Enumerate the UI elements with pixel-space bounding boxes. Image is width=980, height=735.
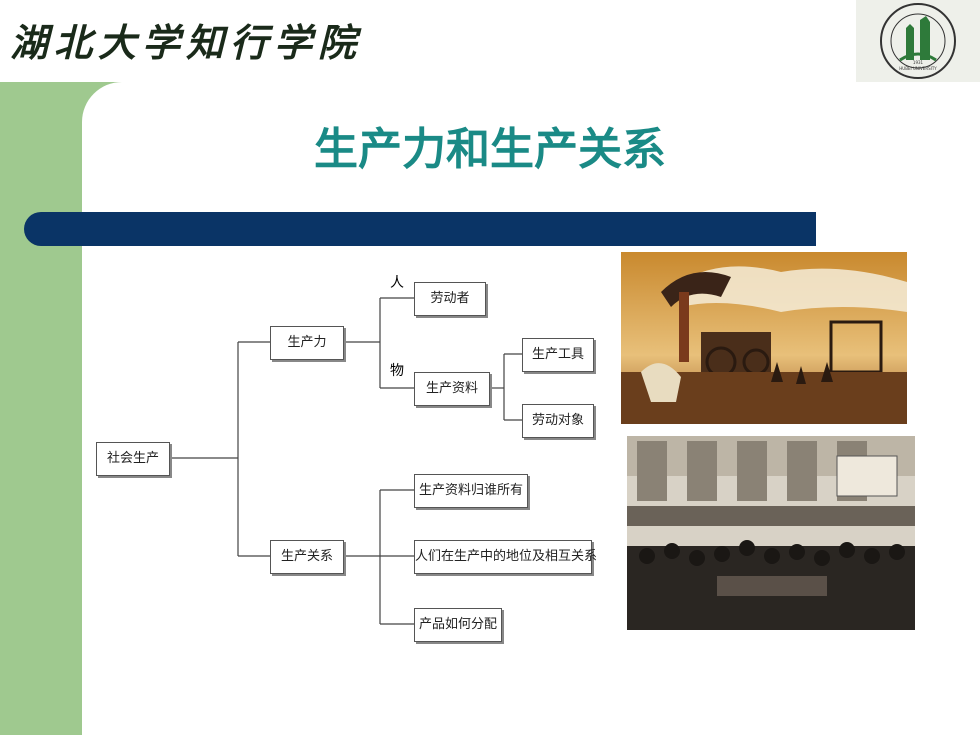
- node-means-of-production: 生产资料: [414, 372, 490, 406]
- logo-year: 1931: [913, 60, 924, 65]
- node-status-relations: 人们在生产中的地位及相互关系: [414, 540, 597, 574]
- header-calligraphy-band: 湖北大学知行学院: [0, 0, 356, 82]
- logo-name: HUBEI UNIVERSITY: [899, 66, 937, 71]
- industrial-revolution-image: [621, 252, 907, 424]
- title-underline-bar: [24, 212, 816, 246]
- thing-label: 物: [390, 363, 404, 379]
- node-tools: 生产工具: [522, 338, 594, 372]
- node-productive-forces: 生产力: [270, 326, 344, 360]
- production-diagram: 人 物 社会生产 生产力 生产关系 劳动者 生产资料 生产工具 劳动对象 生产资…: [92, 268, 612, 658]
- left-green-band: [0, 0, 82, 735]
- node-distribution: 产品如何分配: [414, 608, 502, 642]
- node-ownership: 生产资料归谁所有: [414, 474, 528, 508]
- node-objects: 劳动对象: [522, 404, 594, 438]
- diagram-connectors: [168, 297, 522, 625]
- person-label: 人: [390, 275, 404, 291]
- university-seal-icon: HUBEI UNIVERSITY 1931: [880, 3, 956, 79]
- assembly-hall-image: [627, 436, 915, 630]
- node-relations-of-production: 生产关系: [270, 540, 344, 574]
- node-social-production: 社会生产: [96, 442, 170, 476]
- node-laborer: 劳动者: [414, 282, 486, 316]
- slide-title: 生产力和生产关系: [314, 124, 666, 175]
- calligraphy-title: 湖北大学知行学院: [10, 20, 363, 65]
- factory-scene-picture: [621, 252, 907, 424]
- meeting-scene-picture: [627, 436, 915, 630]
- university-logo: HUBEI UNIVERSITY 1931: [856, 0, 980, 82]
